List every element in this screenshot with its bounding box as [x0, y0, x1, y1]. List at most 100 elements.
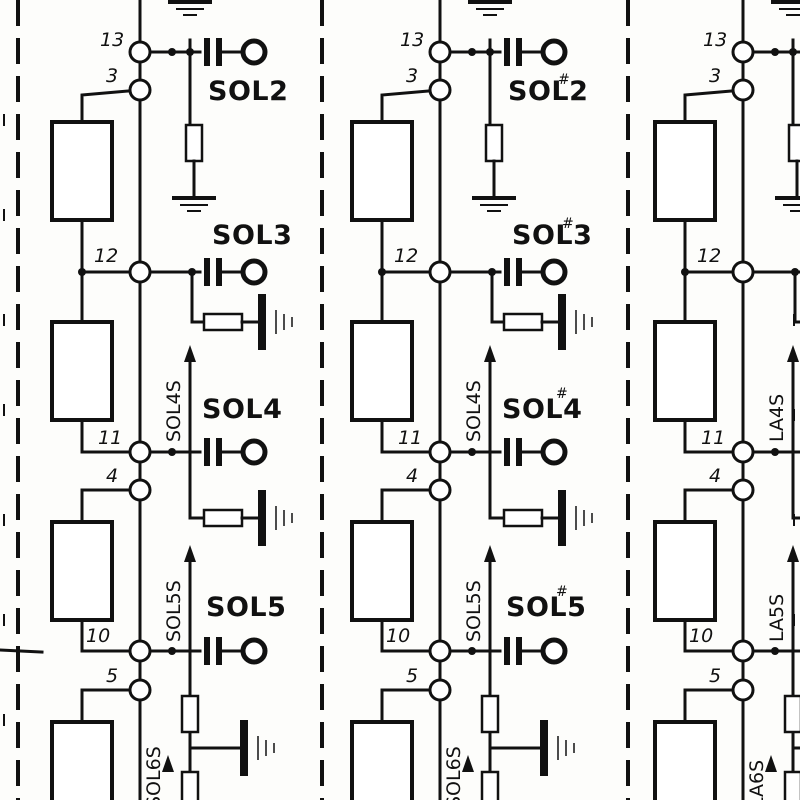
chassis-ground-symbol: [239, 719, 275, 777]
ground-symbol: [773, 196, 800, 213]
sol4-superscript: #: [556, 386, 568, 402]
junction-dot: [168, 647, 176, 655]
terminal-10: [128, 639, 152, 663]
arrow-head: [162, 755, 174, 772]
coil-block-d: [653, 720, 717, 800]
resistor-sol5: [480, 694, 500, 734]
terminal-5: [731, 678, 755, 702]
jack-ring: [540, 637, 568, 665]
wire: [683, 88, 744, 122]
terminal-11: [731, 440, 755, 464]
wire: [80, 88, 141, 122]
terminal-3: [128, 78, 152, 102]
jack-ring: [240, 637, 268, 665]
terminal-12: [128, 260, 152, 284]
terminal-11: [128, 440, 152, 464]
pin-label-4: 4: [106, 465, 118, 487]
terminal-4: [128, 478, 152, 502]
vertical-label-c: SOL6S: [443, 746, 465, 800]
jack-ring: [540, 258, 568, 286]
jack-ring: [540, 438, 568, 466]
coil-block-d: [350, 720, 414, 800]
ground-symbol: [170, 196, 218, 213]
capacitor: [204, 38, 222, 66]
coil-block-d: [50, 720, 114, 800]
wire: [683, 420, 743, 454]
junction-dot: [168, 448, 176, 456]
vertical-label-b: SOL5S: [163, 580, 185, 642]
capacitor-plate: [504, 438, 510, 466]
capacitor-plate: [504, 637, 510, 665]
output-jack: [220, 438, 268, 466]
pin-label-13: 13: [703, 29, 727, 51]
wire: [190, 272, 204, 324]
pin-label-10: 10: [386, 625, 410, 647]
capacitor-plate: [516, 438, 522, 466]
capacitor: [504, 438, 522, 466]
vertical-label-c: SOL6S: [143, 746, 165, 800]
arrow-head: [484, 545, 496, 562]
coil-block-b: [653, 320, 717, 422]
sol3-label: SOL3: [212, 220, 292, 251]
terminal-5: [128, 678, 152, 702]
terminal-10: [731, 639, 755, 663]
terminal-3: [428, 78, 452, 102]
ground-symbol: [769, 0, 800, 17]
jack-ring: [240, 38, 268, 66]
coil-block-b: [50, 320, 114, 422]
terminal-12: [428, 260, 452, 284]
pin-label-3: 3: [106, 65, 118, 87]
capacitor: [504, 258, 522, 286]
terminal-12: [731, 260, 755, 284]
capacitor: [204, 258, 222, 286]
coil-block-a: [653, 120, 717, 222]
capacitor-plate: [504, 258, 510, 286]
output-jack: [520, 637, 568, 665]
wire: [380, 688, 440, 722]
resistor-bottom: [783, 770, 800, 800]
capacitor-plate: [204, 38, 210, 66]
resistor-sol2: [787, 123, 800, 163]
terminal-11: [428, 440, 452, 464]
pin-label-12: 12: [697, 245, 721, 267]
capacitor-plate: [204, 637, 210, 665]
pin-label-4: 4: [406, 465, 418, 487]
pin-label-5: 5: [406, 665, 418, 687]
terminal-4: [731, 478, 755, 502]
output-jack: [220, 637, 268, 665]
junction-dot: [771, 647, 779, 655]
arrow-head: [184, 345, 196, 362]
sol2-label: SOL2: [508, 76, 588, 107]
vertical-label-a: LA4S: [766, 394, 788, 442]
sol4-label: SOL4: [202, 394, 282, 425]
chassis-ground-symbol: [557, 489, 593, 547]
resistor-sol4: [502, 508, 544, 528]
resistor-sol5: [783, 694, 800, 734]
capacitor-plate: [204, 438, 210, 466]
wire: [490, 272, 504, 324]
resistor-sol5: [180, 694, 200, 734]
capacitor-plate: [216, 637, 222, 665]
pin-label-11: 11: [98, 427, 122, 449]
wire: [380, 88, 441, 122]
stray-lead: [0, 648, 44, 654]
arrow-head: [484, 345, 496, 362]
coil-block-c: [653, 520, 717, 622]
junction-dot: [468, 647, 476, 655]
wire: [793, 272, 800, 324]
wire: [188, 732, 240, 750]
capacitor: [204, 637, 222, 665]
sol2-label: SOL2: [208, 76, 288, 107]
chassis-ground-symbol: [557, 293, 593, 351]
wire: [380, 488, 440, 522]
vertical-label-c: LA6S: [746, 760, 768, 800]
wire: [80, 420, 140, 454]
output-jack: [520, 258, 568, 286]
circuit-column-1: 13312114105SOL2SOL3SOL4SOL4SSOL5SOL5SSOL…: [50, 0, 293, 800]
coil-block-a: [350, 120, 414, 222]
sol5-superscript: #: [556, 584, 568, 600]
jack-ring: [240, 258, 268, 286]
terminal-10: [428, 639, 452, 663]
